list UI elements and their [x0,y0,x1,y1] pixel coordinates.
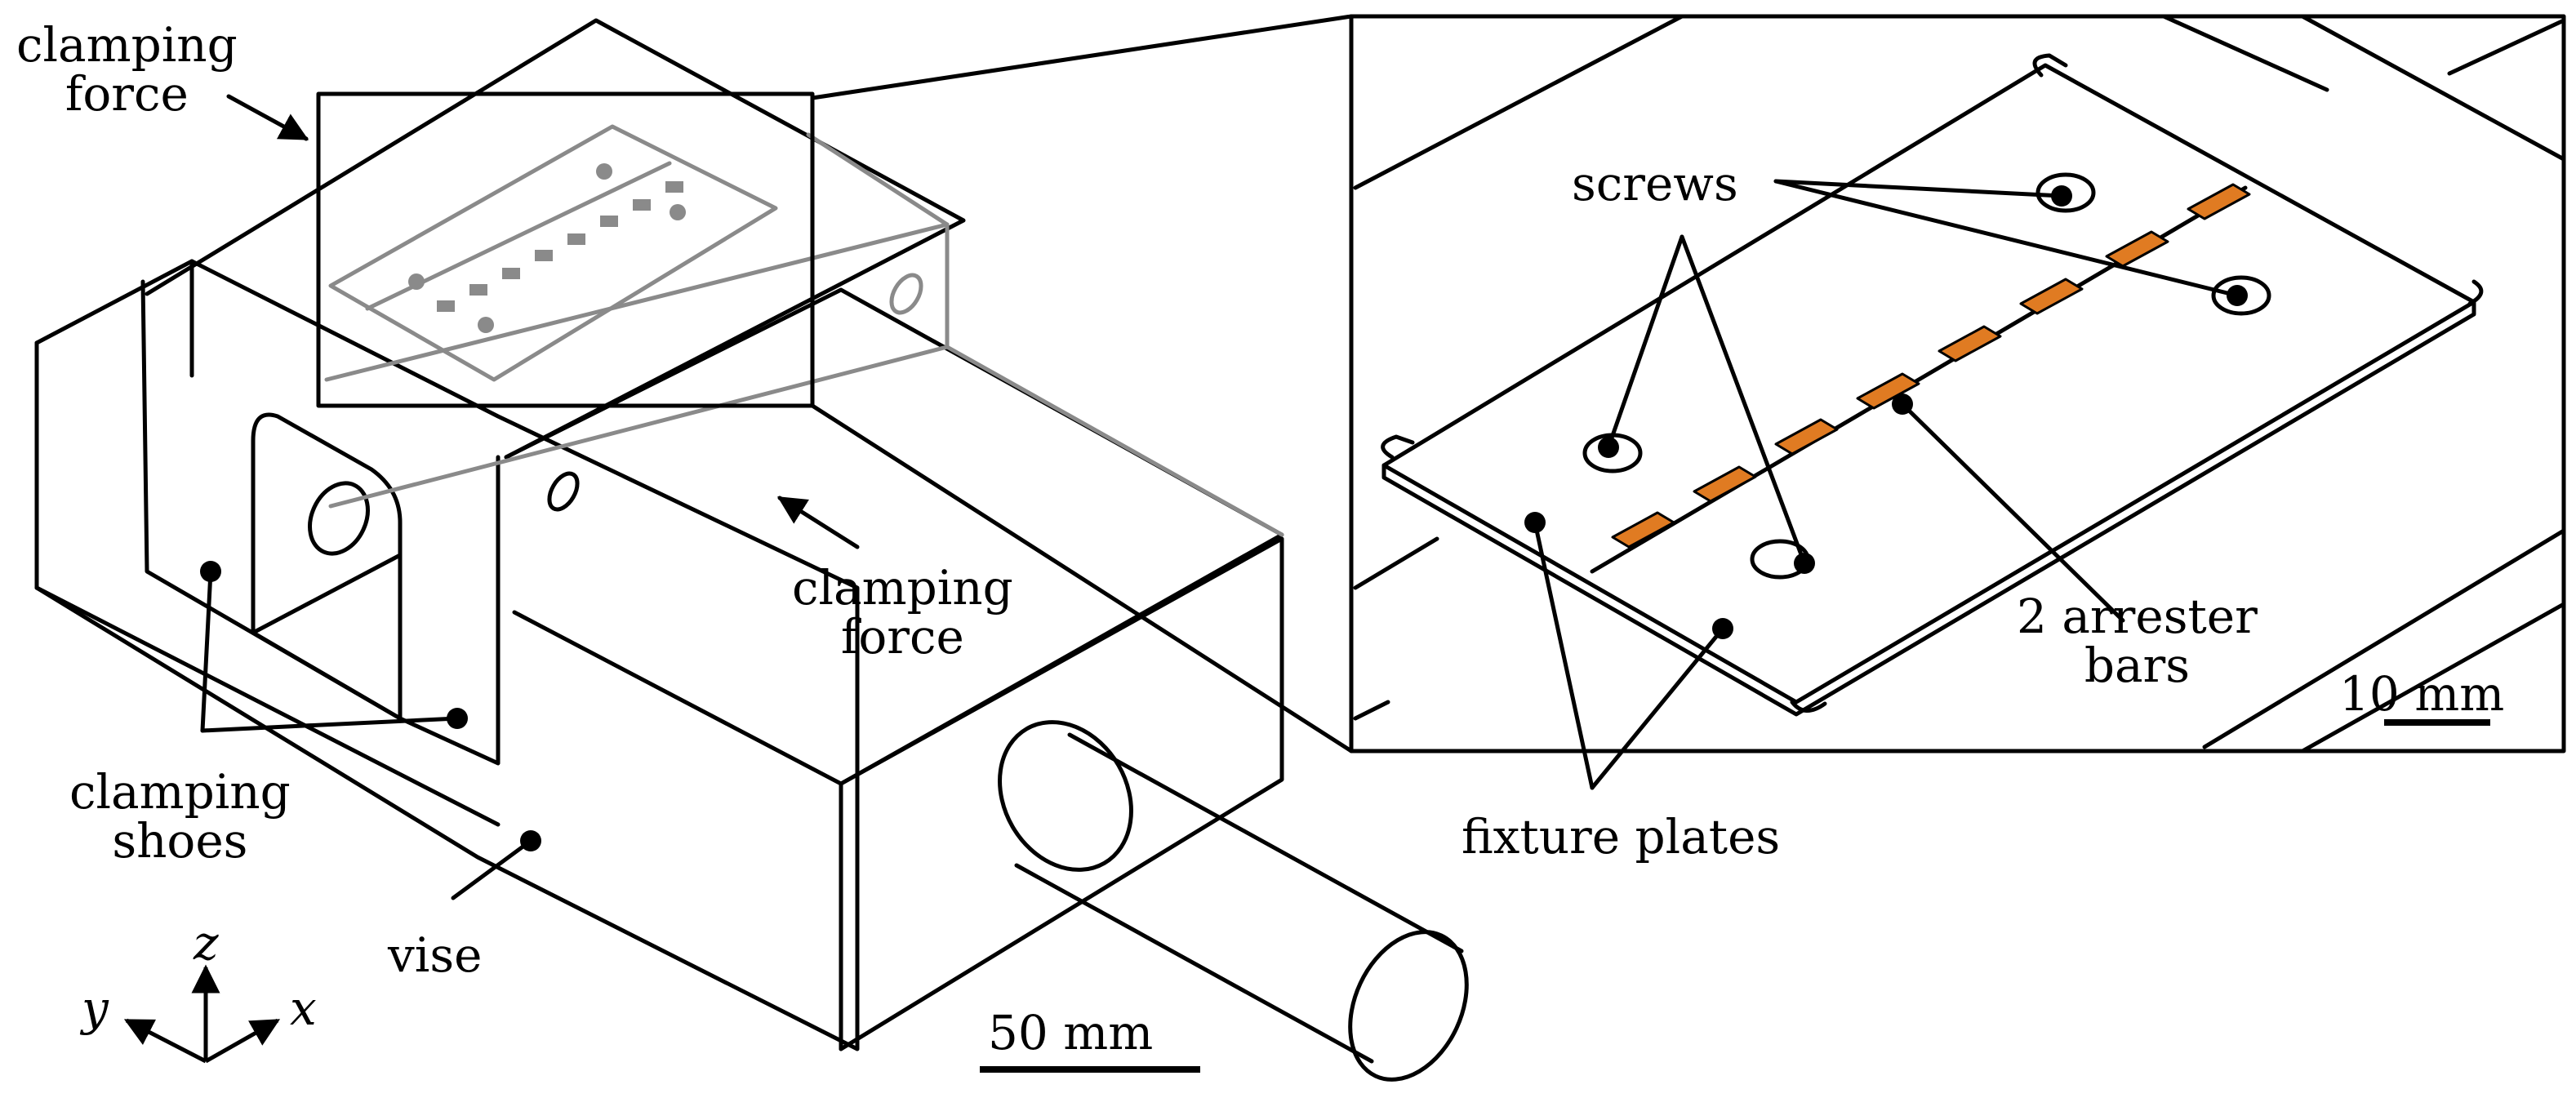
leader-dots [200,185,2248,851]
arrester-bars [1611,183,2251,549]
axis-triad [123,964,281,1064]
leader-plate-2 [1590,626,1725,790]
leader-shoe-2 [200,716,460,733]
ghost-plate-details [408,163,686,333]
ghost-clamp-region [324,124,1284,537]
axis-label-x: x [290,980,317,1036]
label-vise: vise [388,927,483,983]
arrow-clamping-force-mid [777,496,860,549]
x-axis-arrow [204,1018,281,1064]
label-scale-50mm: 50 mm [988,1005,1154,1060]
zoom-connector-bottom [810,403,1354,753]
leader-vise [451,838,533,900]
arrow-clamping-force-top [226,94,309,141]
label-screws: screws [1572,156,1738,211]
vise-body [34,18,1469,1082]
leader-arrester [1900,402,2125,623]
zoom-panel-frame [1349,14,2566,753]
leader-screw-2 [1773,179,2240,298]
axis-label-z: z [194,915,219,971]
zoom-panel-content [1353,14,2566,753]
zoom-connector-top [810,14,1354,100]
label-scale-10mm: 10 mm [2339,666,2505,722]
leader-screw-1 [1773,179,2064,198]
y-axis-arrow [123,1018,207,1064]
leaders [200,94,2240,900]
leader-plate-1 [1533,520,1595,790]
axis-label-y: y [82,980,109,1036]
inset-marker-rectangle [316,91,815,408]
leader-shoe-1 [200,569,213,733]
leader-screw-3 [1606,234,1684,450]
label-fixture-plates: fixture plates [1462,809,1781,865]
leader-screw-4 [1680,234,1807,566]
